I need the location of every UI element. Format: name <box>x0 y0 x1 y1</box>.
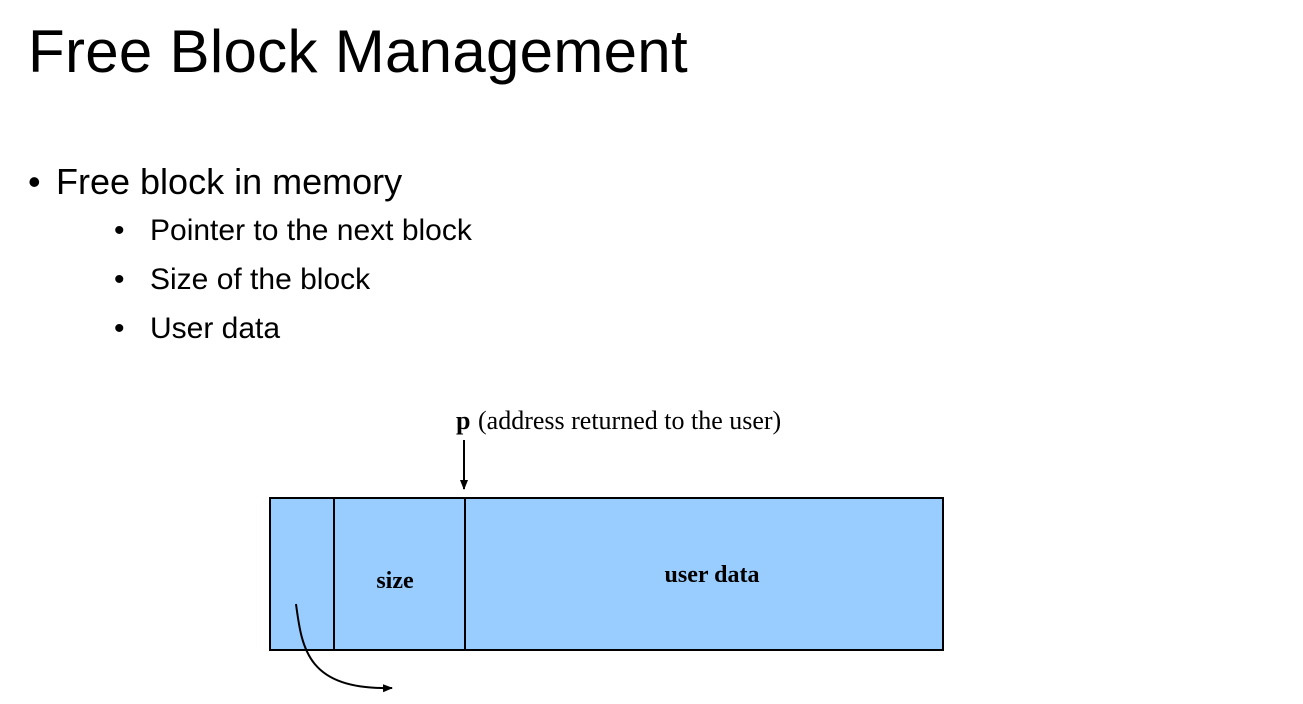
next-block-arrow <box>295 603 393 693</box>
sub-bullet-user-data: User data <box>56 304 472 353</box>
sub-bullet-list: Pointer to the next block Size of the bl… <box>56 206 472 353</box>
bullet-free-block-text: Free block in memory <box>56 161 403 202</box>
bullet-free-block: Free block in memory Pointer to the next… <box>28 158 472 353</box>
memory-block <box>269 497 944 651</box>
size-field-label: size <box>376 568 414 594</box>
bullet-list: Free block in memory Pointer to the next… <box>28 158 472 353</box>
user-data-field-label: user data <box>665 562 760 588</box>
sub-bullet-pointer: Pointer to the next block <box>56 206 472 255</box>
sub-bullet-size: Size of the block <box>56 255 472 304</box>
slide-title: Free Block Management <box>28 18 688 85</box>
pointer-caption: (address returned to the user) <box>478 406 781 435</box>
pointer-p-label: p <box>456 406 470 435</box>
